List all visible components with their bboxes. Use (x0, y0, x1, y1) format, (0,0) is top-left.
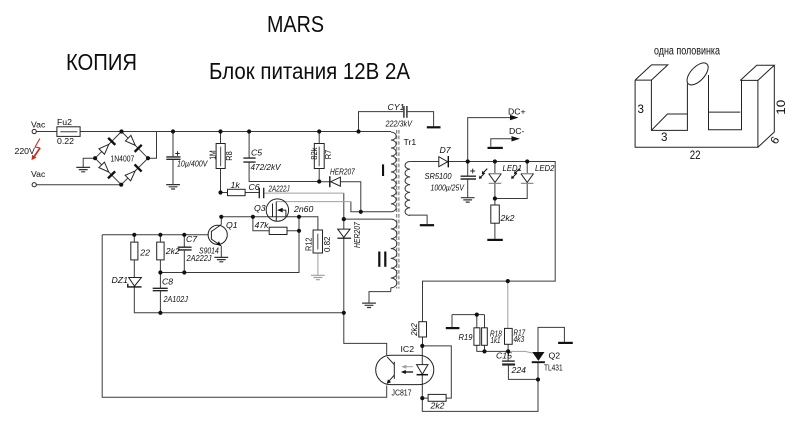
svg-text:3: 3 (661, 131, 667, 144)
svg-text:220V: 220V (15, 146, 35, 156)
svg-text:2n60: 2n60 (293, 204, 313, 214)
svg-text:DC-: DC- (509, 126, 525, 136)
svg-text:MARS: MARS (267, 11, 324, 37)
svg-text:IC2: IC2 (401, 344, 415, 354)
svg-text:10µ/400V: 10µ/400V (177, 159, 208, 169)
svg-text:TL431: TL431 (544, 363, 563, 373)
svg-text:DZ1: DZ1 (112, 275, 129, 285)
svg-text:Vac: Vac (31, 169, 46, 179)
svg-text:1000µ/25V: 1000µ/25V (431, 183, 465, 193)
svg-text:C15: C15 (496, 350, 512, 360)
svg-text:Fu2: Fu2 (57, 117, 72, 127)
svg-text:2k2: 2k2 (430, 401, 445, 411)
svg-text:SR5100: SR5100 (425, 171, 452, 181)
svg-text:3: 3 (638, 103, 644, 116)
svg-text:0.22: 0.22 (57, 136, 74, 146)
svg-text:Vac: Vac (31, 120, 46, 130)
svg-text:S9014: S9014 (199, 246, 219, 256)
svg-text:HER207: HER207 (352, 221, 362, 248)
svg-text:2k2: 2k2 (165, 246, 180, 256)
svg-text:Блок питания 12В 2А: Блок питания 12В 2А (209, 58, 411, 84)
svg-text:222/3kV: 222/3kV (385, 119, 413, 129)
svg-text:1k1: 1k1 (491, 335, 501, 345)
svg-text:10: 10 (775, 100, 788, 115)
svg-text:22: 22 (139, 248, 150, 258)
svg-text:D7: D7 (440, 145, 452, 155)
svg-text:R7: R7 (323, 150, 333, 160)
svg-text:C5: C5 (251, 148, 262, 158)
svg-text:224: 224 (511, 365, 527, 375)
svg-text:47k: 47k (255, 220, 270, 230)
svg-text:R17: R17 (514, 328, 526, 338)
svg-text:2A102J: 2A102J (163, 294, 189, 304)
svg-text:LED1: LED1 (503, 163, 523, 173)
svg-text:R8: R8 (224, 151, 234, 161)
svg-text:КОПИЯ: КОПИЯ (66, 49, 137, 75)
svg-text:2A222J: 2A222J (268, 183, 290, 193)
svg-text:C7: C7 (186, 234, 198, 244)
svg-text:2A222J: 2A222J (186, 253, 212, 263)
svg-text:472/2kV: 472/2kV (251, 162, 282, 172)
svg-text:1N4007: 1N4007 (111, 154, 135, 164)
svg-text:LED2: LED2 (535, 163, 555, 173)
svg-text:HER207: HER207 (330, 167, 356, 177)
svg-text:4k3: 4k3 (514, 334, 525, 344)
svg-text:2k2: 2k2 (500, 213, 515, 223)
svg-text:Q2: Q2 (549, 351, 561, 361)
svg-text:R19: R19 (459, 332, 473, 342)
svg-text:Q3: Q3 (254, 203, 266, 213)
svg-text:Tr1: Tr1 (404, 137, 417, 147)
svg-text:1k: 1k (231, 180, 241, 190)
svg-text:Q1: Q1 (226, 220, 238, 230)
svg-text:82k: 82k (309, 147, 319, 160)
svg-text:2k2: 2k2 (409, 323, 419, 337)
svg-text:C8: C8 (162, 277, 173, 287)
svg-text:R12: R12 (304, 237, 314, 251)
svg-text:JC817: JC817 (392, 388, 412, 398)
svg-text:одна половинка: одна половинка (654, 45, 720, 58)
svg-text:0.82: 0.82 (322, 236, 332, 252)
svg-text:1M: 1M (207, 150, 217, 160)
svg-text:R18: R18 (490, 329, 502, 339)
svg-text:DC+: DC+ (508, 107, 526, 117)
svg-text:22: 22 (690, 149, 701, 162)
svg-text:C6: C6 (249, 182, 260, 192)
svg-text:CY1: CY1 (388, 102, 405, 112)
